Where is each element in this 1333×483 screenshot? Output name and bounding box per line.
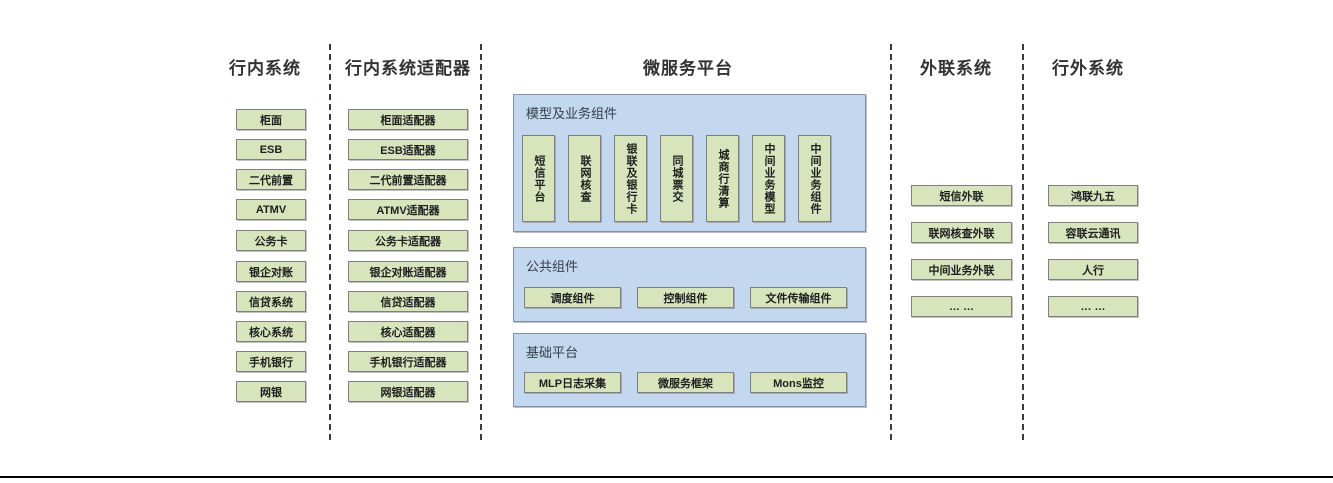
internal-system-box[interactable]: 公务卡 [236,230,306,251]
panel-infrastructure-platform: 基础平台 [513,333,866,407]
internal-adapter-box[interactable]: 公务卡适配器 [348,230,468,251]
internal-adapter-box[interactable]: ESB适配器 [348,139,468,160]
model-component-box[interactable]: 银联及银行卡 [614,135,647,222]
outside-system-box[interactable]: 容联云通讯 [1048,222,1138,243]
external-link-system-box[interactable]: 中间业务外联 [911,259,1012,280]
internal-system-box[interactable]: 信贷系统 [236,291,306,312]
external-link-system-box[interactable]: … … [911,296,1012,317]
panel-label-model-business-components: 模型及业务组件 [526,106,618,121]
internal-system-box[interactable]: 柜面 [236,109,306,130]
divider-internal-to-adapter [329,44,331,440]
internal-system-box[interactable]: ATMV [236,199,306,220]
internal-adapter-box[interactable]: 信贷适配器 [348,291,468,312]
internal-adapter-box[interactable]: 网银适配器 [348,381,468,402]
model-component-box[interactable]: 同城票交 [660,135,693,222]
external-link-system-box[interactable]: 联网核查外联 [911,222,1012,243]
internal-adapter-box[interactable]: 银企对账适配器 [348,261,468,282]
divider-external-to-outside [1022,44,1024,440]
page-bottom-rule [0,476,1333,478]
panel-label-infrastructure-platform: 基础平台 [526,345,579,360]
internal-adapter-box[interactable]: 手机银行适配器 [348,351,468,372]
model-component-box[interactable]: 中间业务组件 [798,135,831,222]
model-component-box[interactable]: 城商行清算 [706,135,739,222]
outside-system-box[interactable]: 鸿联九五 [1048,185,1138,206]
divider-adapter-to-platform [480,44,482,440]
column-title-outside-systems: 行外系统 [1052,59,1124,78]
internal-adapter-box[interactable]: 核心适配器 [348,321,468,342]
internal-system-box[interactable]: ESB [236,139,306,160]
common-component-box[interactable]: 调度组件 [524,287,621,308]
internal-system-box[interactable]: 网银 [236,381,306,402]
internal-adapter-box[interactable]: 柜面适配器 [348,109,468,130]
panel-label-common-components: 公共组件 [526,259,579,274]
infrastructure-component-box[interactable]: MLP日志采集 [524,372,621,393]
external-link-system-box[interactable]: 短信外联 [911,185,1012,206]
outside-system-box[interactable]: … … [1048,296,1138,317]
outside-system-box[interactable]: 人行 [1048,259,1138,280]
internal-system-box[interactable]: 二代前置 [236,169,306,190]
infrastructure-component-box[interactable]: Mons监控 [750,372,847,393]
internal-system-box[interactable]: 手机银行 [236,351,306,372]
column-title-internal-adapters: 行内系统适配器 [345,59,471,78]
column-title-internal-systems: 行内系统 [229,59,301,78]
model-component-box[interactable]: 联网核查 [568,135,601,222]
common-component-box[interactable]: 控制组件 [637,287,734,308]
model-component-box[interactable]: 短信平台 [522,135,555,222]
internal-system-box[interactable]: 核心系统 [236,321,306,342]
column-title-external-link-systems: 外联系统 [920,59,992,78]
infrastructure-component-box[interactable]: 微服务框架 [637,372,734,393]
column-title-microservice-platform: 微服务平台 [643,59,733,78]
panel-common-components: 公共组件 [513,247,866,322]
internal-adapter-box[interactable]: 二代前置适配器 [348,169,468,190]
common-component-box[interactable]: 文件传输组件 [750,287,847,308]
divider-platform-to-external [890,44,892,440]
model-component-box[interactable]: 中间业务模型 [752,135,785,222]
internal-adapter-box[interactable]: ATMV适配器 [348,199,468,220]
internal-system-box[interactable]: 银企对账 [236,261,306,282]
